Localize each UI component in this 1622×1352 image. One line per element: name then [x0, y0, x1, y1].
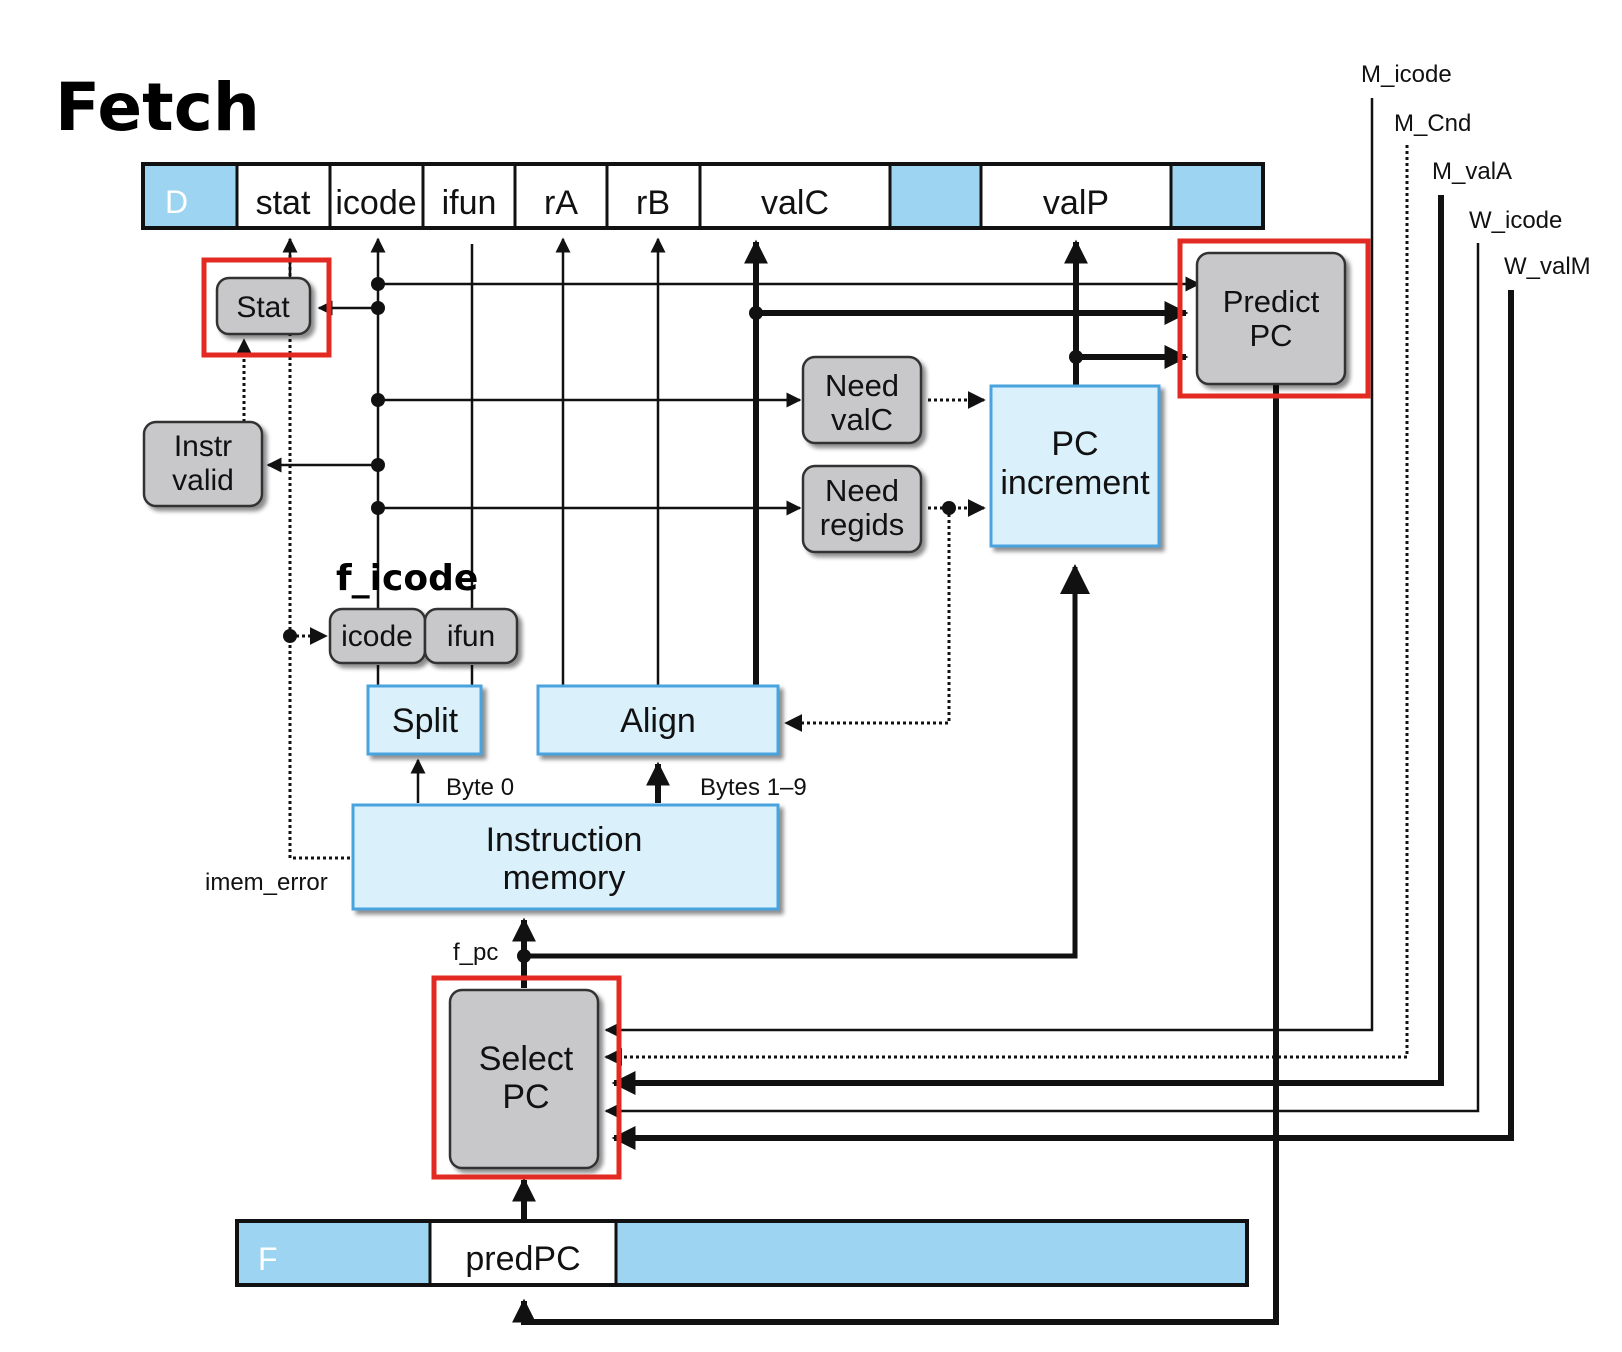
instruction-memory-label-line2: memory: [503, 859, 626, 897]
d-field-valc: valC: [761, 184, 829, 222]
wires-thick: [512, 195, 1514, 1325]
instr-valid-label-line2: valid: [172, 464, 234, 497]
f-icode-annotation: f_icode: [336, 558, 478, 599]
icode-label: icode: [341, 620, 413, 653]
f-pc-label: f_pc: [453, 939, 498, 966]
imem-error-label: imem_error: [205, 869, 328, 896]
w-valm-label: W_valM: [1504, 253, 1591, 280]
d-field-icode: icode: [335, 184, 416, 222]
instr-valid-label-line1: Instr: [174, 430, 232, 463]
bytes19-label: Bytes 1–9: [700, 774, 807, 801]
select-pc-label-line2: PC: [502, 1078, 549, 1116]
align-block: Align: [536, 684, 780, 756]
f-pipeline-register: F predPC: [235, 1219, 1249, 1287]
d-field-ifun: ifun: [442, 184, 497, 222]
instr-valid-block: Instr valid: [142, 420, 264, 508]
need-regids-label-line1: Need: [825, 473, 899, 508]
highlight-predict-pc: [1177, 238, 1371, 399]
icode-block: icode: [328, 607, 427, 665]
page-title: Fetch: [55, 69, 260, 146]
predict-pc-label-line1: Predict: [1223, 284, 1320, 319]
pc-increment-block: PC increment: [989, 384, 1161, 548]
junction-dots: [283, 277, 1083, 963]
w-icode-label: W_icode: [1469, 207, 1562, 234]
need-valc-label-line2: valC: [831, 402, 893, 437]
split-block: Split: [366, 684, 483, 756]
need-regids-block: Need regids: [801, 464, 923, 554]
m-icode-label: M_icode: [1361, 61, 1452, 88]
m-vala-label: M_valA: [1432, 158, 1512, 185]
predict-pc-label-line2: PC: [1249, 318, 1292, 353]
align-label: Align: [620, 702, 696, 740]
d-field-ra: rA: [544, 184, 578, 222]
d-field-valp: valP: [1043, 184, 1109, 222]
highlight-stat: [201, 257, 332, 358]
ifun-block: ifun: [423, 607, 519, 665]
d-field-rb: rB: [636, 184, 670, 222]
need-valc-block: Need valC: [801, 355, 923, 445]
m-cnd-label: M_Cnd: [1394, 110, 1471, 137]
highlight-boxes: [201, 238, 1371, 1180]
need-valc-label-line1: Need: [825, 368, 899, 403]
f-field-predpc-cell: [430, 1223, 616, 1283]
pc-increment-label-line1: PC: [1051, 425, 1098, 463]
f-register-tag: F: [258, 1241, 278, 1277]
split-label: Split: [392, 702, 459, 740]
need-regids-label-line2: regids: [820, 507, 904, 542]
d-register-spacer-cell: [890, 166, 981, 226]
d-register-spacer-cell: [1171, 166, 1261, 226]
f-field-predpc: predPC: [465, 1240, 580, 1278]
highlight-select-pc: [431, 975, 622, 1180]
select-pc-block: Select PC: [448, 988, 600, 1170]
instruction-memory-block: Instruction memory: [351, 803, 780, 911]
byte0-label: Byte 0: [446, 774, 514, 801]
stat-label: Stat: [236, 291, 290, 324]
d-pipeline-register: D stat icode ifun rA rB valC valP: [141, 162, 1265, 230]
d-register-tag-cell: [145, 166, 236, 226]
select-pc-label-line1: Select: [479, 1040, 574, 1078]
pc-increment-label-line2: increment: [1000, 464, 1150, 502]
d-field-stat: stat: [256, 184, 311, 222]
stat-block: Stat: [215, 276, 312, 336]
ifun-label: ifun: [447, 620, 495, 653]
instruction-memory-label-line1: Instruction: [486, 821, 643, 859]
wires-thin: [266, 98, 1480, 1119]
d-register-tag: D: [165, 184, 188, 220]
predict-pc-block: Predict PC: [1195, 251, 1347, 386]
